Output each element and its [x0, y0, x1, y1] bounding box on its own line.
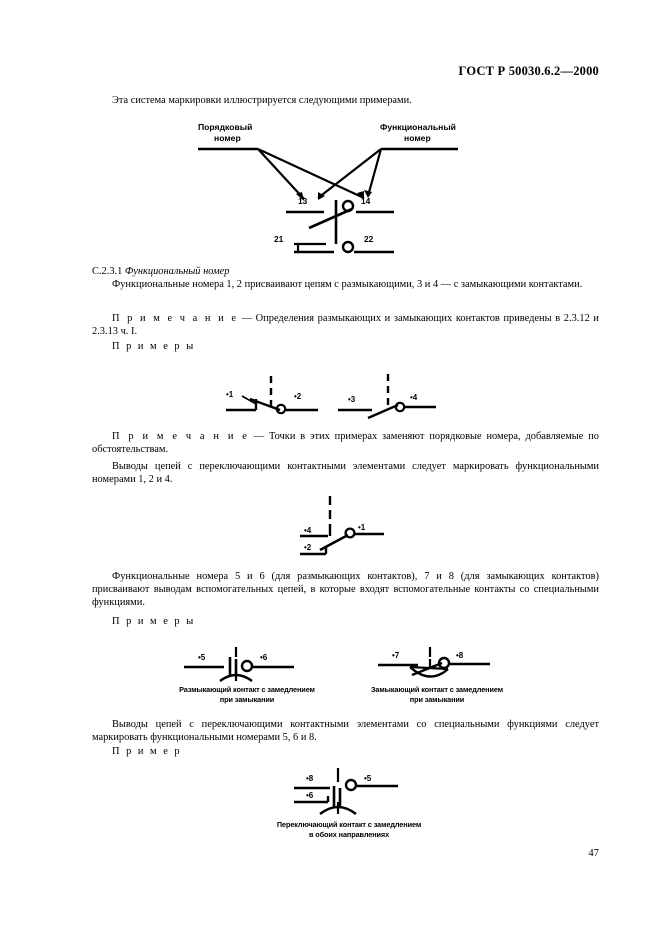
paragraph-intro: Эта система маркировки иллюстрируется сл…	[112, 95, 412, 106]
figure2-label-no-right: •4	[410, 393, 418, 402]
figure4-right-caption-line2: при замыкании	[409, 694, 465, 704]
example-label-3-text: П р и м е р	[112, 746, 182, 757]
figure4-left-caption: Размыкающий контакт с замедлением при за…	[150, 685, 344, 704]
figure5-terminal-8: •8	[306, 774, 314, 783]
figure1-label-right-line2: номер	[404, 133, 431, 143]
figure1-terminal-14: 14	[361, 196, 371, 206]
figure5-caption: Переключающий контакт с замедлением в об…	[234, 820, 464, 839]
examples-label-2-text: П р и м е р ы	[112, 616, 196, 627]
figure1-label-left-line2: номер	[214, 133, 241, 143]
figure4-right-caption: Замыкающий контакт с замедлением при зам…	[332, 685, 542, 704]
figure-delayed-no-contact: •7 •8 Замыкающий контакт с замедлением п…	[352, 645, 542, 704]
clause-number: С.2.3.1	[92, 266, 123, 277]
figure2-label-nc-left: •1	[226, 390, 234, 399]
figure5-terminal-6: •6	[306, 791, 314, 800]
examples-label-1: П р и м е р ы	[92, 340, 599, 353]
figure-5-svg: •8 •6 •5	[294, 768, 398, 815]
paragraph-auxiliary-numbers: Функциональные номера 5 и 6 (для размыка…	[92, 571, 599, 609]
figure4-left-caption-line2: при замыкании	[219, 694, 275, 704]
figure1-label-left-line1: Порядковый	[198, 122, 252, 132]
figure5-caption-line1: Переключающий контакт с замедлением	[276, 820, 422, 829]
figure4-right-terminal-a: •7	[392, 651, 400, 660]
figure-2-svg: •1 •2 •3 •4	[226, 374, 436, 420]
figure1-terminal-13: 13	[298, 196, 308, 206]
clause-title: Функциональный номер	[124, 266, 230, 277]
note-dots-replace-numbers: П р и м е ч а н и е — Точки в этих приме…	[92, 430, 599, 456]
page-number: 47	[588, 848, 599, 859]
figure4-right-caption-line1: Замыкающий контакт с замедлением	[370, 685, 504, 694]
clause-heading-c231: С.2.3.1 Функциональный номер	[92, 265, 599, 278]
figure1-terminal-22: 22	[364, 234, 374, 244]
figure5-terminal-5: •5	[364, 774, 372, 783]
figure4-left-caption-line1: Размыкающий контакт с замедлением	[179, 685, 315, 694]
examples-label-1-text: П р и м е р ы	[112, 341, 196, 352]
example-label-3: П р и м е р	[92, 745, 599, 758]
note-text-1: — Определения размыкающих и замыкающих к…	[92, 313, 599, 338]
figure4-right-terminal-b: •8	[456, 651, 464, 660]
paragraph-changeover-marking: Выводы цепей с переключающими контактным…	[92, 461, 599, 486]
figure-4-left-svg: •5 •6	[184, 647, 294, 682]
figure2-label-no-left: •3	[348, 395, 356, 404]
note-definitions: П р и м е ч а н и е — Определения размык…	[92, 312, 599, 338]
note-text-2: — Точки в этих примерах заменяют порядко…	[92, 431, 599, 456]
figure-delayed-changeover-contact: •8 •6 •5 Переключающий контакт с замедле…	[252, 768, 452, 839]
figure-terminal-marking-example: Порядковый номер Функциональный номер 13…	[176, 116, 476, 256]
figure-delayed-nc-contact: •5 •6 Размыкающий контакт с замедлением …	[152, 645, 342, 704]
figure-changeover-contact: •4 •2 •1	[286, 492, 396, 562]
figure4-left-terminal-a: •5	[198, 653, 206, 662]
figure1-label-right-line1: Функциональный	[380, 122, 456, 132]
figure-nc-no-contacts: •1 •2 •3 •4	[222, 372, 442, 422]
examples-label-2: П р и м е р ы	[92, 615, 599, 628]
figure1-terminal-21: 21	[274, 234, 284, 244]
figure5-caption-line2: в обоих направлениях	[308, 829, 390, 839]
figure2-label-nc-right: •2	[294, 392, 302, 401]
note-label-1: П р и м е ч а н и е	[112, 313, 238, 324]
paragraph-special-changeover: Выводы цепей с переключающими контактным…	[92, 719, 599, 744]
figure3-label-4: •4	[304, 526, 312, 535]
figure4-left-terminal-b: •6	[260, 653, 268, 662]
figure-3-svg: •4 •2 •1	[300, 496, 384, 556]
figure3-label-1: •1	[358, 523, 366, 532]
figure-4-right-svg: •7 •8	[378, 647, 490, 678]
figure3-label-2: •2	[304, 543, 312, 552]
paragraph-functional-numbers: Функциональные номера 1, 2 присваивают ц…	[112, 279, 583, 290]
note-label-2: П р и м е ч а н и е	[112, 431, 249, 442]
figure-1-svg: Порядковый номер Функциональный номер 13…	[198, 122, 458, 254]
page-header-standard-number: ГОСТ Р 50030.6.2—2000	[458, 64, 599, 78]
